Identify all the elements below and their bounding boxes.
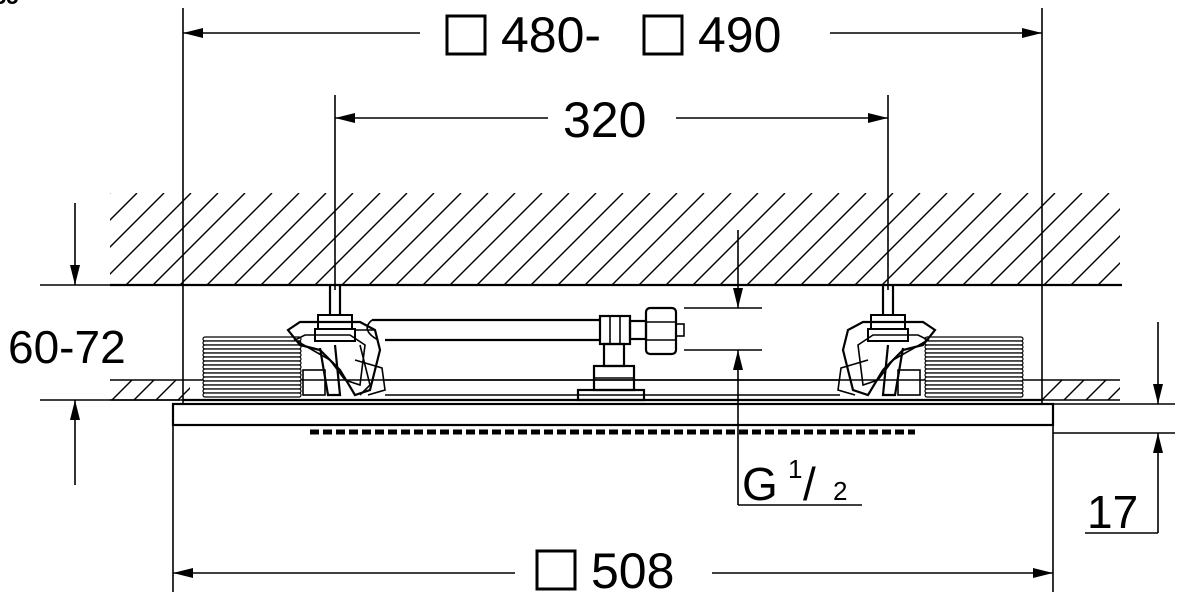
- square-symbol-icon: [535, 549, 577, 591]
- right-bracket: [837, 285, 937, 397]
- right-spring: [924, 336, 1024, 398]
- dim-head-height: 17: [1087, 486, 1138, 538]
- thread-denominator: 2: [833, 476, 847, 506]
- left-spring: [202, 336, 302, 398]
- dim-top-to: 490: [698, 7, 781, 63]
- ceiling-hatch: [110, 193, 1120, 285]
- left-bracket: [286, 285, 386, 397]
- corner-label: 55: [0, 0, 18, 9]
- thread-slash: /: [803, 458, 816, 510]
- square-symbol-icon: [445, 14, 487, 56]
- dim-install-depth: 60-72: [8, 321, 126, 373]
- thread-numerator: 1: [788, 454, 802, 484]
- thread-letter: G: [742, 458, 778, 510]
- dim-top-from: 480-: [501, 7, 601, 63]
- hose: [366, 318, 840, 396]
- dim-mount-spacing: 320: [563, 92, 646, 148]
- water-connector: [576, 306, 685, 402]
- panel-hatch: [110, 380, 1120, 400]
- shower-head: [171, 398, 1055, 435]
- dim-head-width: 508: [591, 543, 674, 597]
- square-symbol-icon: [642, 14, 684, 56]
